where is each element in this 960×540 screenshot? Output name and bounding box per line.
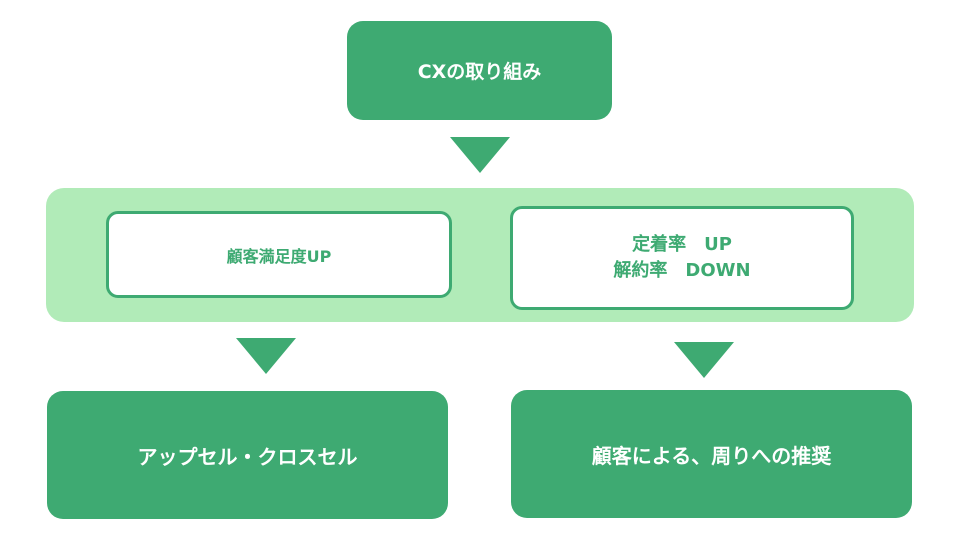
down-arrow-top — [450, 137, 510, 173]
satisfaction-label: 顧客満足度UP — [226, 246, 332, 266]
cx-initiative-box: CXの取り組み — [347, 21, 612, 120]
upsell-crosssell-box: アップセル・クロスセル — [47, 391, 448, 519]
satisfaction-box: 顧客満足度UP — [106, 211, 452, 298]
upsell-crosssell-label: アップセル・クロスセル — [137, 444, 358, 469]
referral-box: 顧客による、周りへの推奨 — [511, 390, 912, 518]
churn-line: 解約率 DOWN — [613, 260, 751, 281]
referral-label: 顧客による、周りへの推奨 — [591, 443, 832, 468]
down-arrow-left — [236, 338, 296, 374]
retention-line: 定着率 UP — [632, 234, 732, 255]
cx-initiative-label: CXの取り組み — [417, 61, 542, 83]
down-arrow-right — [674, 342, 734, 378]
retention-box: 定着率 UP 解約率 DOWN — [510, 206, 854, 310]
